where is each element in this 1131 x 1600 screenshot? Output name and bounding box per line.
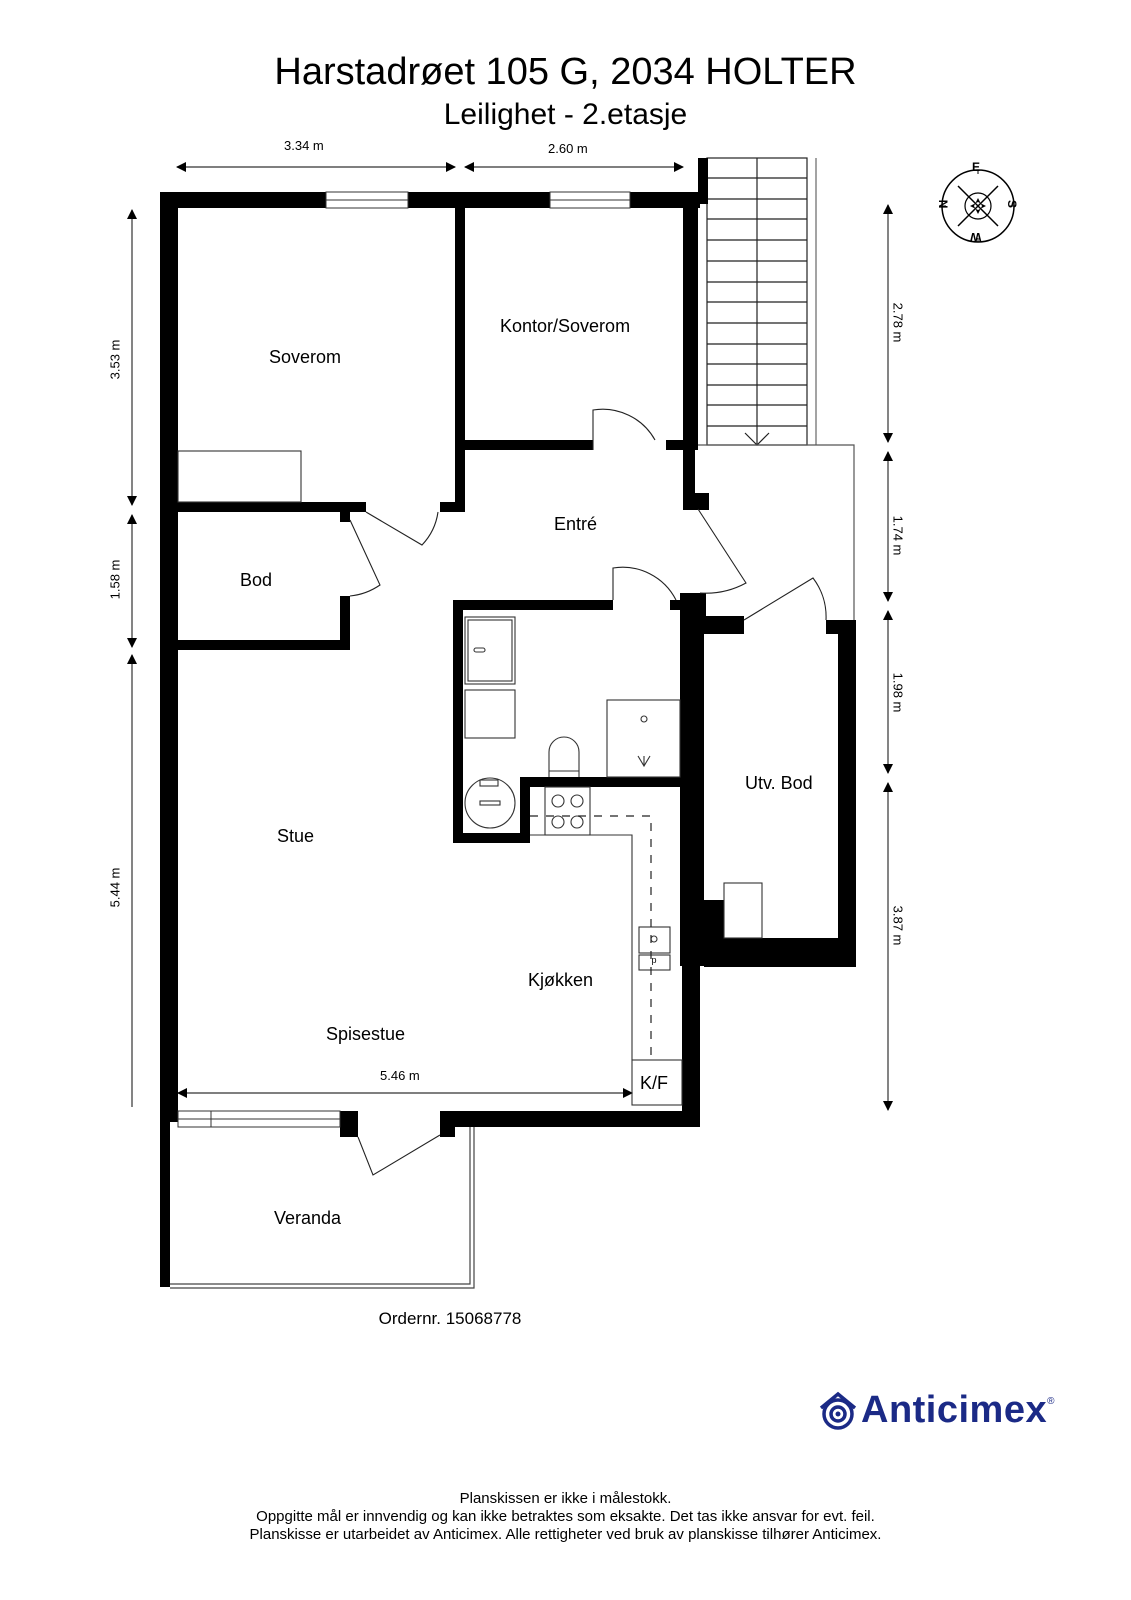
room-spisestue: Spisestue (326, 1024, 406, 1044)
footer-line-1: Planskissen er ikke i målestokk. (459, 1490, 672, 1507)
room-veranda: Veranda (274, 1208, 342, 1228)
dim-right-1: 2.78 m (890, 302, 906, 343)
room-kf: K/F (640, 1073, 669, 1093)
dim-right-3: 1.98 m (890, 672, 906, 713)
footer-line-3: Planskisse er utarbeidet av Anticimex. A… (249, 1526, 882, 1543)
dim-top-left: 3.34 m (284, 138, 324, 153)
room-soverom: Soverom (269, 347, 342, 367)
walls (160, 158, 856, 1287)
landing-outline (698, 444, 855, 620)
countertop-dashed (530, 815, 652, 1060)
compass-icon (941, 169, 1015, 243)
room-utv-bod: Utv. Bod (745, 773, 813, 793)
dim-left-2: 1.58 m (107, 559, 123, 600)
page-title: Harstadrøet 105 G, 2034 HOLTER (274, 51, 857, 93)
svg-text:p: p (651, 955, 656, 965)
logo-registered: ® (1047, 1396, 1055, 1407)
veranda-outline (170, 1127, 475, 1289)
compass-west-label: W (970, 230, 982, 244)
page-subtitle: Leilighet - 2.etasje (443, 98, 688, 131)
dimension-lines (127, 162, 893, 1111)
room-kontor-soverom: Kontor/Soverom (500, 316, 631, 336)
order-number: Ordernr. 15068778 (378, 1309, 522, 1328)
windows (177, 191, 631, 1128)
dim-left-3: 5.44 m (107, 867, 123, 908)
dim-right-2: 1.74 m (890, 515, 906, 556)
dim-left-1: 3.53 m (107, 339, 123, 380)
compass-south-label: S (1005, 199, 1020, 209)
room-stue: Stue (277, 826, 315, 846)
anticimex-logo-icon (819, 1391, 857, 1430)
dim-right-4: 3.87 m (890, 905, 906, 946)
room-bod: Bod (240, 570, 273, 590)
dim-top-right: 2.60 m (548, 141, 588, 156)
compass-east-label: E (972, 160, 981, 174)
footer-line-2: Oppgitte mål er innvendig og kan ikke be… (256, 1508, 875, 1525)
room-kjokken: Kjøkken (528, 970, 594, 990)
dim-bottom-inner: 5.46 m (380, 1068, 420, 1083)
footer-disclaimer: Planskissen er ikke i målestokk. Oppgitt… (0, 1490, 1131, 1544)
room-entre: Entré (554, 514, 598, 534)
logo-text: Anticimex (861, 1388, 1048, 1431)
compass-north-label: N (936, 199, 951, 209)
doors (349, 408, 827, 1176)
staircase (706, 157, 817, 446)
anticimex-logo: Anticimex ® (815, 1388, 1055, 1432)
